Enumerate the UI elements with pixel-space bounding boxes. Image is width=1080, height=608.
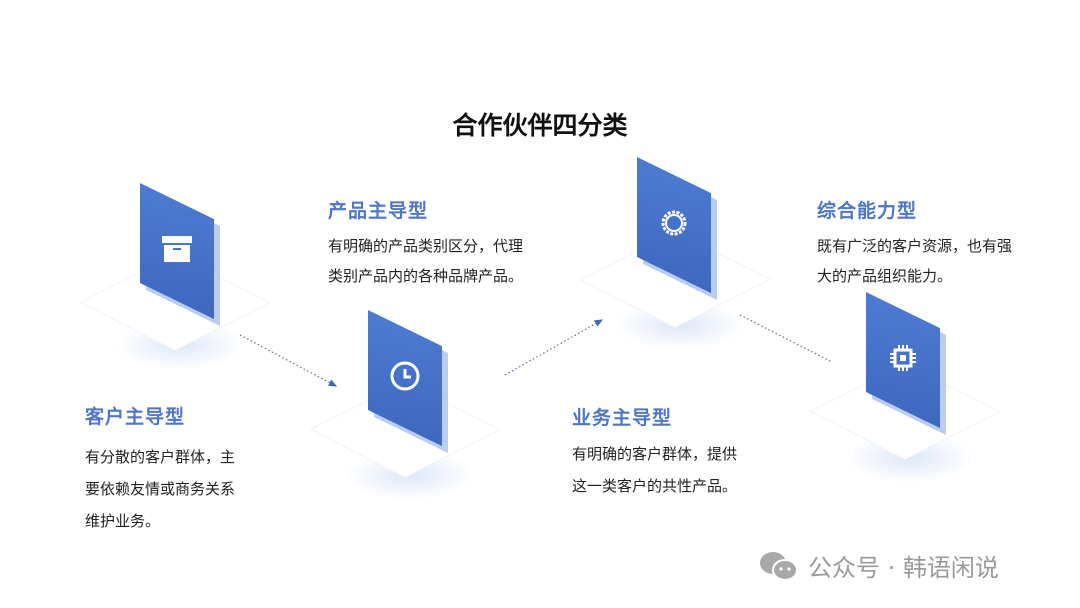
category-desc: 有明确的客户群体，提供 这一类客户的共性产品。 [572,438,737,502]
clock-icon [389,360,421,396]
category-comprehensive: 综合能力型 既有广泛的客户资源，也有强 大的产品组织能力。 [817,196,1012,291]
desc-line: 有分散的客户群体，主 [85,448,236,466]
category-desc: 有明确的产品类别区分，代理 类别产品内的各种品牌产品。 [328,231,523,291]
gear-icon [657,206,691,244]
category-heading: 产品主导型 [328,200,429,222]
category-heading: 客户主导型 [85,406,186,428]
wechat-icon [760,551,798,581]
watermark-text: 公众号 · 韩语闲说 [808,554,999,582]
desc-line: 类别产品内的各种品牌产品。 [328,267,524,285]
desc-line: 维护业务。 [85,512,161,530]
desc-line: 有明确的客户群体，提供 [572,445,738,463]
category-heading: 综合能力型 [817,200,918,222]
category-desc: 既有广泛的客户资源，也有强 大的产品组织能力。 [817,231,1012,291]
category-heading: 业务主导型 [572,407,673,429]
archive-box-icon [160,234,194,268]
chip-icon [887,342,919,378]
category-customer: 客户主导型 有分散的客户群体，主 要依赖友情或商务关系 维护业务。 [85,402,235,537]
desc-line: 这一类客户的共性产品。 [572,477,738,495]
category-product: 产品主导型 有明确的产品类别区分，代理 类别产品内的各种品牌产品。 [328,196,523,291]
category-business: 业务主导型 有明确的客户群体，提供 这一类客户的共性产品。 [572,403,737,502]
desc-line: 要依赖友情或商务关系 [85,480,236,498]
desc-line: 大的产品组织能力。 [817,267,953,285]
connector-3 [739,314,833,363]
page-title: 合作伙伴四分类 [452,111,628,140]
desc-line: 有明确的产品类别区分，代理 [328,237,524,255]
connector-2 [504,319,604,376]
category-desc: 有分散的客户群体，主 要依赖友情或商务关系 维护业务。 [85,441,235,537]
desc-line: 既有广泛的客户资源，也有强 [817,237,1013,255]
watermark: 公众号 · 韩语闲说 [758,548,999,583]
